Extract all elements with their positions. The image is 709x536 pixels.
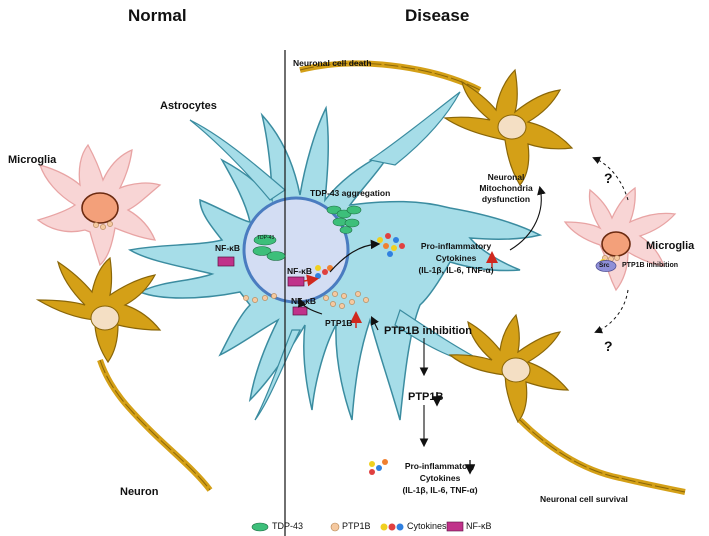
astrocyte-nucleus	[242, 196, 350, 304]
cytokine-cluster-bottom	[369, 459, 388, 475]
question-top: ?	[604, 170, 613, 186]
dashed-arrow-microglia-to-bottom	[594, 289, 629, 334]
arrow-ptp1b-to-nfkb	[297, 297, 323, 315]
neuron-top-right-cell	[299, 60, 574, 187]
label-ptp1b-inhibition-right: PTP1B inhibition	[622, 262, 678, 269]
label-neuron: Neuron	[120, 486, 159, 498]
legend-label-tdp43: TDP-43	[272, 521, 304, 531]
arrow-nfkb-red	[303, 274, 319, 287]
src-badge	[595, 260, 617, 272]
header-disease: Disease	[405, 6, 470, 25]
header-normal: Normal	[128, 6, 187, 25]
label-pro-inflammatory-bottom: Pro-inflammatory Cytokines (IL-1β, IL-6,…	[402, 461, 478, 495]
legend-swatch-ptp1b	[330, 522, 340, 532]
legend	[251, 521, 464, 532]
arrow-ptp1b-inhibition-from-microglia	[371, 316, 379, 331]
neuron-bottom-right-cell	[448, 313, 686, 495]
legend-swatch-tdp43	[251, 522, 269, 532]
label-nfkb-normal: NF-κB	[215, 243, 241, 253]
microglia-right-cell	[563, 186, 677, 292]
tdp43-aggregation-cluster	[326, 205, 362, 234]
label-tdp43-tag: TDP-43	[257, 235, 275, 241]
label-nfkb-nucleus: NF-κB	[287, 266, 313, 276]
nfkb-nucleus-marker	[287, 276, 305, 287]
legend-label-ptp1b: PTP1B	[342, 521, 371, 531]
arrow-nfkb-to-cytokines	[329, 239, 381, 273]
nfkb-disease-marker	[292, 306, 308, 316]
label-pro-inflammatory-top: Pro-inflammatory Cytokines (IL-1β, IL-6,…	[418, 241, 494, 275]
question-bottom: ?	[604, 338, 613, 354]
label-ptp1b: PTP1B	[325, 318, 353, 328]
arrow-cytokines-to-mito	[509, 185, 546, 251]
legend-label-nfkb: NF-κB	[466, 521, 492, 531]
label-microglia-left: Microglia	[8, 154, 57, 166]
legend-swatch-cytokine-yellow	[380, 523, 388, 531]
label-ptp1b-inhibition: PTP1B inhibition	[384, 325, 472, 337]
label-astrocytes: Astrocytes	[160, 100, 217, 112]
label-src: Src	[599, 262, 610, 269]
nfkb-normal-marker	[217, 256, 235, 267]
ptp1b-dots	[243, 291, 369, 309]
label-microglia-right: Microglia	[646, 240, 695, 252]
label-neuronal-cell-death: Neuronal cell death	[293, 58, 372, 68]
legend-swatch-cytokine-blue	[396, 523, 404, 531]
legend-label-cytokines: Cytokines	[407, 521, 447, 531]
label-nfkb-disease: NF-κB	[291, 296, 317, 306]
legend-swatch-cytokine-red	[388, 523, 396, 531]
label-mito-dysfunction: Neuronal Mitochondria dysfunction	[479, 172, 533, 204]
label-neuronal-cell-survival: Neuronal cell survival	[540, 494, 628, 504]
neuron-left-cell	[35, 256, 213, 492]
tdp43-in-nucleus	[252, 234, 286, 261]
label-tdp43-aggregation: TDP-43 aggregation	[310, 188, 391, 198]
microglia-left-cell	[36, 143, 162, 267]
label-ptp1b-down: PTP1B	[408, 391, 444, 403]
legend-swatch-nfkb	[446, 521, 464, 532]
